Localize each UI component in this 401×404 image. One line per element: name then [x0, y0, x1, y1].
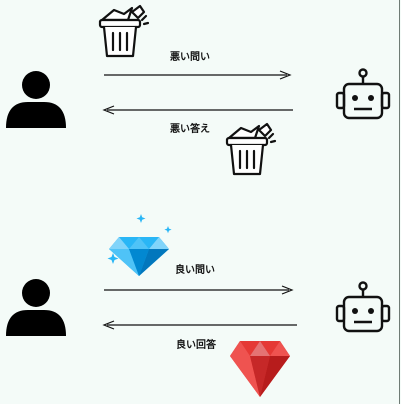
bad-question-label: 悪い問い: [170, 52, 210, 63]
bad-answer-arrow: [102, 105, 293, 115]
bad-answer-label: 悪い答え: [170, 124, 210, 135]
good-answer-arrow: [102, 320, 297, 330]
bad-question-arrow: [104, 70, 292, 80]
good-question-label: 良い問い: [175, 265, 215, 276]
user-person-icon-top: [6, 71, 66, 128]
user-person-icon-bottom: [6, 279, 66, 336]
robot-icon-bottom: [335, 281, 391, 333]
trash-can-icon-question: [98, 4, 150, 58]
good-answer-label: 良い回答: [176, 340, 216, 351]
diamond-icon: [107, 214, 172, 276]
good-question-arrow: [104, 285, 294, 295]
trash-can-icon-answer: [225, 122, 277, 176]
robot-icon-top: [335, 68, 391, 120]
ruby-gem-icon: [230, 341, 290, 397]
